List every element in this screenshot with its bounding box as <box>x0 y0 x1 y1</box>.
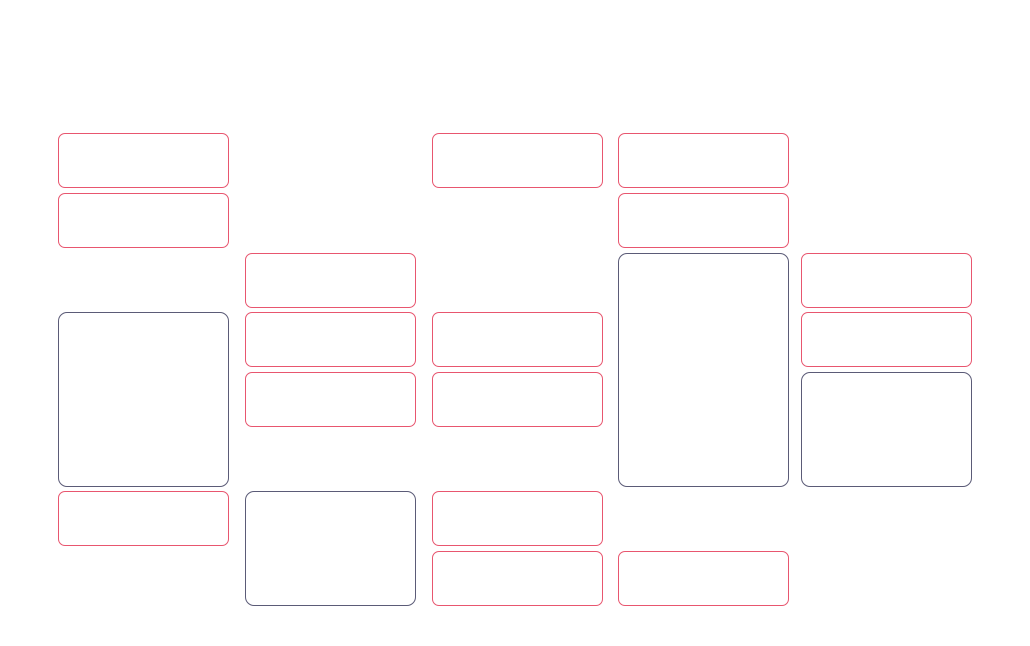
box-c5-large <box>801 372 972 487</box>
box-c3-mid2 <box>432 372 603 427</box>
box-c5-r1 <box>801 253 972 308</box>
box-c2-large <box>245 491 416 606</box>
box-c2-r2 <box>245 312 416 367</box>
box-c3-bot2 <box>432 551 603 606</box>
box-c1-tall <box>58 312 229 487</box>
box-c3-bot1 <box>432 491 603 546</box>
box-c2-r1 <box>245 253 416 308</box>
box-c2-r3 <box>245 372 416 427</box>
box-c3-top <box>432 133 603 188</box>
box-c5-r2 <box>801 312 972 367</box>
box-c1-r1 <box>58 133 229 188</box>
box-c1-bottom <box>58 491 229 546</box>
box-c4-bottom <box>618 551 789 606</box>
box-c3-mid1 <box>432 312 603 367</box>
box-c1-r2 <box>58 193 229 248</box>
box-c4-r2 <box>618 193 789 248</box>
box-c4-r1 <box>618 133 789 188</box>
box-c4-tall <box>618 253 789 487</box>
